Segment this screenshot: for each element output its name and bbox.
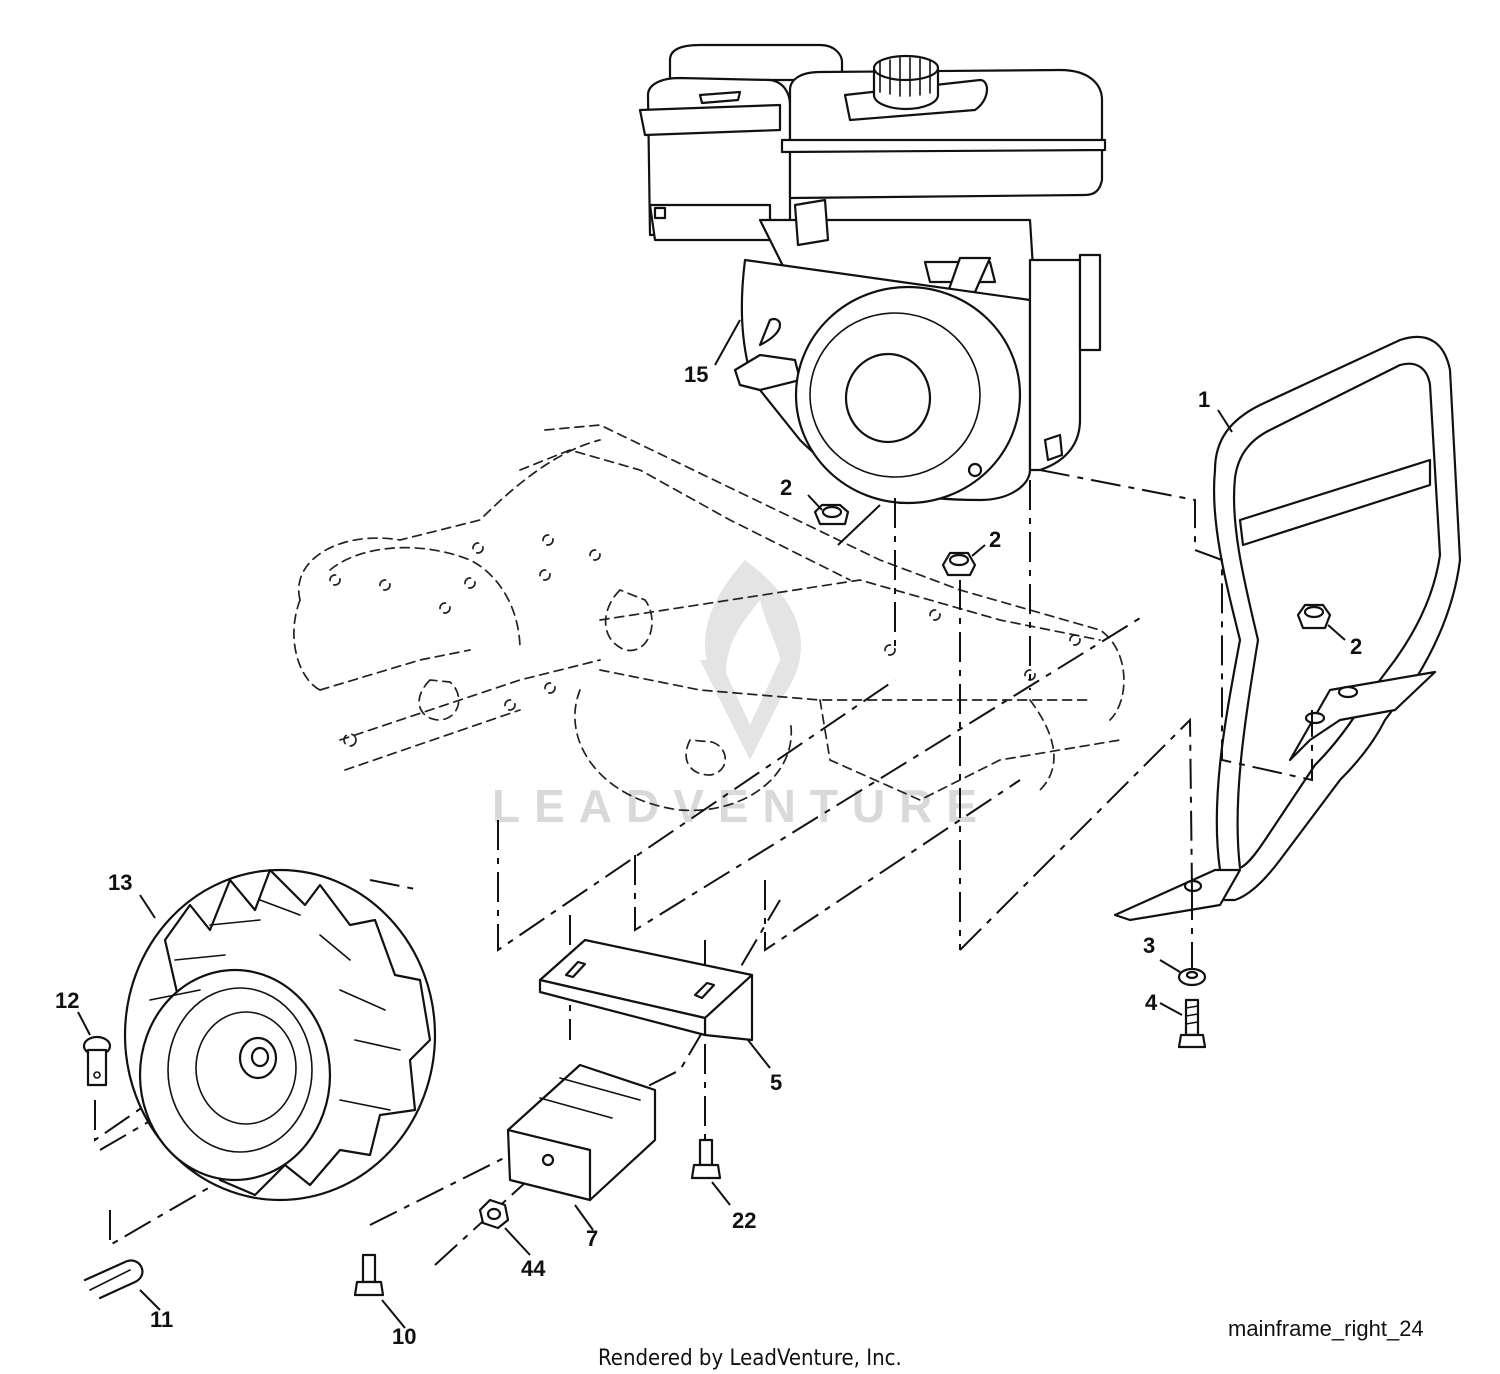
callout-bolt-bracket: 22 [732, 1208, 756, 1233]
bracket [538, 938, 754, 1042]
callout-clevis-pin: 12 [55, 988, 79, 1013]
clevis-pin [82, 1035, 112, 1087]
engine [638, 43, 1107, 505]
callout-bolt-bumper: 10 [392, 1324, 416, 1349]
callout-handle-frame: 1 [1198, 387, 1210, 412]
diagram-label: mainframe_right_24 [1228, 1316, 1424, 1341]
handle-frame [1113, 335, 1462, 922]
wheel [123, 868, 437, 1202]
callout-bumper-block: 7 [586, 1226, 598, 1251]
callout-nut-left: 2 [780, 475, 792, 500]
bolt-frame [1177, 998, 1207, 1049]
ghost-mainframe [293, 424, 1125, 812]
watermark-text: LEADVENTURE [492, 780, 991, 832]
callout-hairpin-clip: 11 [150, 1307, 173, 1332]
callout-labels: 15 1 2 2 2 3 4 5 7 10 11 12 13 22 44 [55, 362, 1362, 1349]
bumper-block [506, 1063, 657, 1202]
callout-engine: 15 [684, 362, 708, 387]
flange-nut-left [813, 503, 850, 526]
callout-nut-right: 2 [1350, 634, 1362, 659]
nut-bumper [478, 1198, 510, 1230]
render-credit: Rendered by LeadVenture, Inc. [598, 1346, 902, 1371]
callout-bolt-frame: 4 [1145, 990, 1158, 1015]
bolt-bumper [353, 1253, 385, 1297]
callout-nut-bumper: 44 [521, 1256, 546, 1281]
watermark: LEADVENTURE [492, 560, 991, 832]
assembly-centerlines [94, 469, 1313, 1266]
flange-nut-center [941, 551, 977, 577]
callout-bracket: 5 [770, 1070, 782, 1095]
callout-nut-center: 2 [989, 527, 1001, 552]
hairpin-clip [83, 1259, 144, 1300]
callout-washer: 3 [1143, 933, 1155, 958]
callout-wheel: 13 [108, 870, 132, 895]
bolt-bracket [690, 1138, 722, 1180]
washer [1177, 967, 1207, 987]
callout-leaders [77, 319, 1346, 1329]
flange-nut-right [1296, 603, 1332, 630]
